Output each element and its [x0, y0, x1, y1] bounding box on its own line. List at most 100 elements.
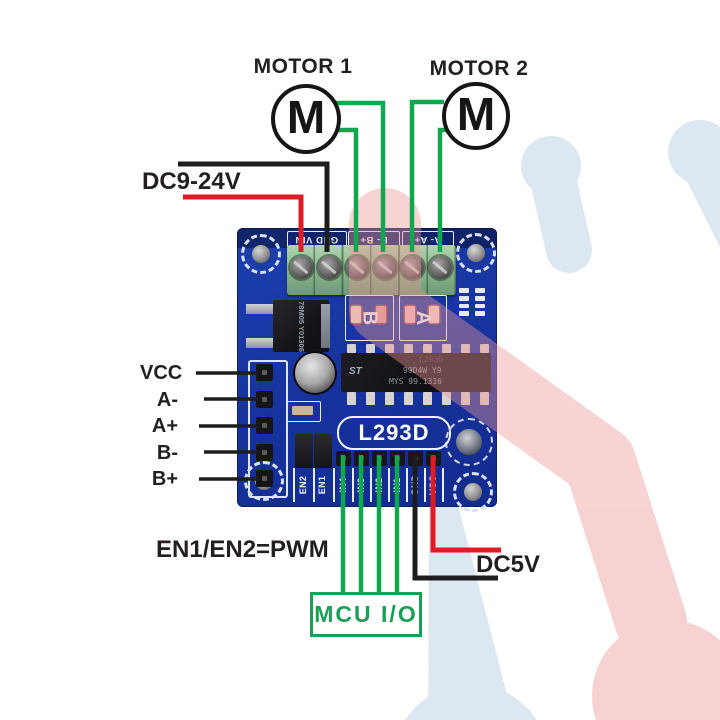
left-header-pin	[256, 364, 273, 381]
led-b2	[376, 306, 386, 323]
left-header-pin	[256, 470, 273, 487]
chip-pin	[423, 392, 432, 405]
chip-pin	[404, 344, 413, 353]
silk-separator	[333, 468, 335, 502]
mcu-io-box: MCU I/O	[310, 592, 422, 637]
pin-label-in4: IN4	[338, 477, 348, 493]
l293d-chip: ST L293D 99D4W Y9 MYS 99.1316	[341, 344, 491, 408]
left-pin-label-vcc: VCC	[140, 362, 183, 384]
chip-pin	[385, 392, 394, 405]
en1-jumper	[314, 434, 332, 468]
left-pin-label-a-minus: A-	[156, 389, 178, 411]
dc-input-label: DC9-24V	[142, 168, 241, 195]
chip-pin	[480, 392, 489, 405]
decor-pad-circle	[405, 684, 537, 720]
silk-separator	[370, 468, 372, 502]
terminal-screw-a-plus	[401, 256, 424, 279]
motor1-symbol: M	[271, 84, 341, 154]
chip-pin	[366, 392, 375, 405]
silk-separator	[352, 468, 354, 502]
left-header-pin	[256, 391, 273, 408]
motor2-title: MOTOR 2	[429, 57, 529, 80]
pin-in4	[336, 451, 351, 466]
chip-pin	[385, 344, 394, 353]
left-pin-header	[248, 360, 288, 498]
chip-pin	[423, 344, 432, 353]
regulator-tab	[321, 304, 330, 348]
l293d-silkscreen-text: L293D	[358, 420, 430, 445]
mount-hole-top-right	[456, 233, 496, 273]
chip-logo: ST	[349, 366, 362, 377]
pin-label-en1: EN1	[317, 475, 327, 495]
driver-board: GND VIN B- B+ A- A+ B A	[237, 228, 497, 512]
terminal-screw-b-minus	[374, 256, 397, 279]
pin-gnd	[408, 451, 423, 466]
terminal-silk-text: A- A+	[414, 234, 442, 245]
chip-pin	[347, 392, 356, 405]
regulator-leg	[246, 304, 273, 314]
pin-label-in2: IN2	[374, 477, 384, 493]
regulator-text: 78M05 Y01306	[296, 300, 306, 352]
silk-separator	[388, 468, 390, 502]
terminal-screw-vin	[290, 256, 313, 279]
en2-jumper	[295, 434, 313, 468]
pwm-note: EN1/EN2=PWM	[156, 536, 329, 563]
chip-pin	[461, 392, 470, 405]
chip-marking: MYS 99.1316	[389, 377, 442, 386]
led-group-a-letter: A	[412, 310, 435, 326]
capacitor-bottom-right	[445, 418, 493, 466]
l293d-silkscreen-pill: L293D	[337, 416, 451, 450]
motor1-title: MOTOR 1	[253, 55, 353, 78]
chip-pin	[480, 344, 489, 353]
silk-separator	[406, 468, 408, 502]
led-group-a: A	[399, 295, 447, 341]
screw-terminal-block	[287, 245, 456, 295]
pin-label-in3: IN3	[356, 477, 366, 493]
left-header-pin	[256, 444, 273, 461]
left-pin-label-a-plus: A+	[151, 415, 178, 437]
voltage-regulator-78m05: 78M05 Y01306	[246, 300, 338, 352]
resistor	[286, 401, 321, 422]
silk-separator	[424, 468, 426, 502]
terminal-screw-gnd	[318, 256, 341, 279]
regulator-body: 78M05 Y01306	[273, 300, 329, 352]
led-a2	[429, 306, 439, 323]
chip-pin	[366, 344, 375, 353]
pin-vcc	[426, 451, 441, 466]
motor1-letter: M	[286, 91, 326, 143]
decor-trace	[528, 147, 592, 273]
pin-in2	[372, 451, 387, 466]
terminal-silk-text: GND VIN	[295, 234, 339, 245]
pin-label-vcc: VCC	[428, 475, 438, 495]
terminal-screw-a-minus	[429, 256, 452, 279]
led-group-b-letter: B	[359, 310, 381, 326]
electrolytic-capacitor	[293, 351, 337, 395]
pin-label-in1: IN1	[392, 477, 402, 493]
led-b1	[351, 306, 361, 323]
mount-hole-top-left	[241, 234, 281, 274]
pin-label-en2: EN2	[298, 475, 308, 495]
mount-hole-bottom-right	[453, 472, 493, 512]
mcu-io-label: MCU I/O	[314, 601, 418, 627]
dc5v-label: DC5V	[476, 551, 541, 578]
chip-pin	[461, 344, 470, 353]
motor2-symbol: M	[442, 82, 510, 150]
silk-separator	[442, 468, 444, 502]
terminal-screw-b-plus	[346, 256, 369, 279]
pin-label-gnd: GND	[410, 474, 420, 496]
led-group-b: B	[345, 295, 394, 341]
left-pin-label-b-minus: B-	[156, 442, 178, 464]
terminal-silk-text: B- B+	[360, 234, 388, 245]
solder-pad-grid	[459, 288, 485, 316]
chip-pin	[404, 392, 413, 405]
led-a1	[405, 306, 415, 323]
pin-in1	[390, 451, 405, 466]
silk-separator	[293, 468, 295, 502]
decor-trace	[428, 505, 512, 714]
chip-body	[341, 353, 491, 392]
chip-marking: L293D	[419, 355, 444, 364]
chip-pin	[442, 392, 451, 405]
chip-pin	[442, 344, 451, 353]
left-pin-label-b-plus: B+	[151, 468, 178, 490]
